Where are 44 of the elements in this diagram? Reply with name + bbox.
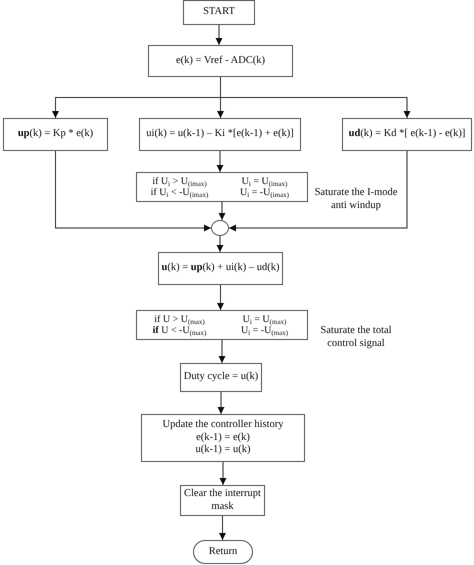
assignment-text: U$_{i}$ = -U$_{(imax)}$: [240, 187, 290, 198]
arrow: [220, 76, 410, 118]
arrow: [218, 340, 226, 364]
process-box: [180, 363, 262, 392]
node-text: e(k-1) = e(k): [196, 432, 250, 444]
condition-text: if U$_{i}$ < -U$_{(imax)}$: [150, 187, 208, 198]
node-text: ui(k) = u(k-1) – Ki *[e(k-1) + e(k)]: [146, 128, 294, 141]
node-text: u(k) = up(k) + ui(k) – ud(k): [161, 262, 280, 275]
node-text: u(k-1) = u(k): [196, 444, 250, 457]
condition-text: if U > U$_{(max)}$: [154, 314, 205, 325]
arrow: [216, 236, 224, 252]
arrow: [218, 392, 224, 414]
arrow: [217, 284, 224, 310]
process-box: [3, 118, 108, 151]
node-text: ud(k) = Kd *[ e(k-1) - e(k)]: [348, 128, 466, 141]
process-box: [148, 45, 293, 77]
node-text: Update the controller history: [162, 419, 284, 432]
arrow: [55, 150, 212, 232]
arrow: [220, 462, 226, 486]
process-box: [139, 118, 301, 151]
arrow: [216, 24, 222, 46]
arrow: [216, 150, 224, 172]
condition-text: if U$_{i}$ > U$_{(imax)}$: [152, 176, 207, 187]
assignment-text: U$_{i}$ = U$_{(max)}$: [242, 314, 286, 325]
terminal-box: [183, 0, 255, 25]
arrow: [228, 150, 408, 232]
process-box: [342, 118, 472, 151]
node-text: Clear the interrupt mask: [183, 488, 262, 514]
process-box: [158, 252, 283, 285]
assignment-text: U$_{i}$ = -U$_{(max)}$: [240, 325, 288, 336]
node-text: START: [203, 6, 235, 19]
process-box: [141, 414, 305, 462]
summing-junction-circle: [211, 220, 229, 236]
annotation-text: Saturate the I-mode anti windup: [314, 187, 398, 212]
assignment-text: U$_{i}$ = U$_{(imax)}$: [242, 176, 288, 187]
annotation-text: Saturate the total control signal: [319, 325, 393, 350]
arrow: [219, 516, 226, 540]
node-text: Duty cycle = u(k): [184, 371, 258, 384]
node-text: Return: [208, 546, 238, 558]
node-text: up(k) = Kp * e(k): [18, 128, 94, 141]
arrow: [218, 202, 226, 220]
condition-text: if U < -U$_{(max)}$: [152, 325, 206, 336]
terminal-box: [193, 540, 253, 564]
node-text: e(k) = Vref - ADC(k): [176, 54, 266, 68]
